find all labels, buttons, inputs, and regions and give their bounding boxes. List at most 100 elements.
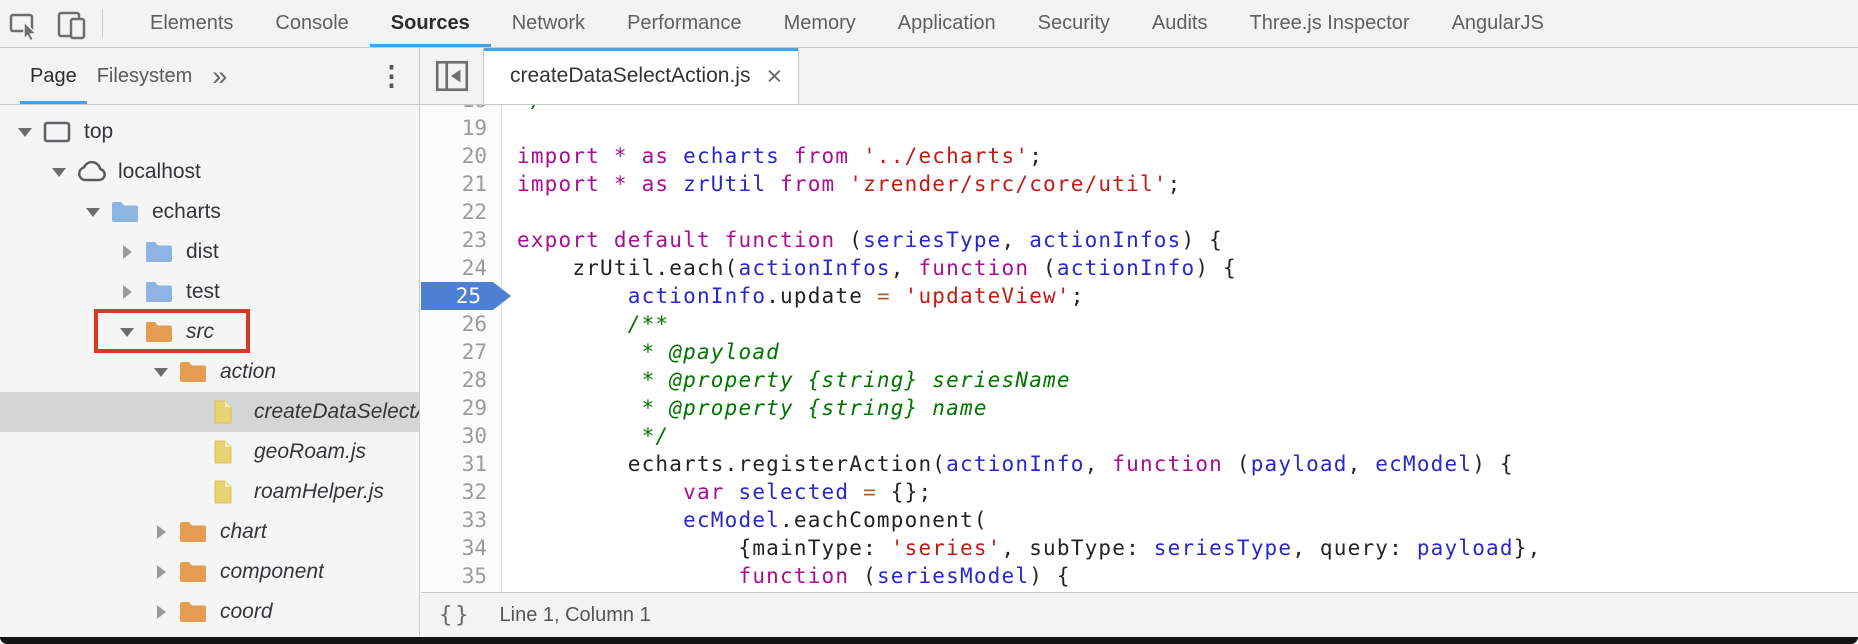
file-tab-createDataSelectAction[interactable]: createDataSelectAction.js × — [483, 48, 800, 104]
tree-item-label: dist — [186, 240, 219, 263]
code-line-content: */ — [501, 105, 545, 114]
navigator-tab-page[interactable]: Page — [20, 48, 87, 104]
tree-item-label: test — [186, 280, 220, 303]
navigator-sidebar: top localhost echarts dist test src action crea… — [0, 105, 420, 637]
inspect-element-icon[interactable] — [0, 0, 48, 47]
panel-tab-network[interactable]: Network — [511, 12, 586, 34]
tree-item-label: roamHelper.js — [254, 480, 384, 503]
triangle-collapsed-icon[interactable] — [150, 565, 172, 579]
line-number[interactable]: 18 — [421, 105, 501, 114]
tree-item-action[interactable]: action — [0, 352, 419, 392]
navigator-tab-filesystem[interactable]: Filesystem — [96, 64, 193, 87]
editor-status-bar: {} Line 1, Column 1 — [421, 592, 1858, 637]
line-number[interactable]: 27 — [461, 340, 487, 364]
secondary-bar: Page Filesystem » ⋮ createDataSelectActio… — [0, 48, 1858, 105]
line-number[interactable]: 29 — [461, 396, 487, 420]
tree-item-test[interactable]: test — [0, 272, 419, 312]
panel-tab-console[interactable]: Console — [275, 12, 349, 34]
tree-item-top[interactable]: top — [0, 112, 419, 152]
line-number[interactable]: 23 — [461, 228, 487, 252]
triangle-expanded-icon[interactable] — [14, 127, 36, 137]
navigator-menu-icon[interactable]: ⋮ — [378, 60, 405, 91]
tree-item-component[interactable]: component — [0, 552, 419, 592]
tree-item-roamhelper-js[interactable]: roamHelper.js — [0, 472, 419, 512]
code-line-32: 32 var selected = {}; — [421, 478, 1858, 506]
line-number[interactable]: 33 — [461, 508, 487, 532]
code-line-30: 30 */ — [421, 422, 1858, 450]
editor-tabstrip: createDataSelectAction.js × — [421, 48, 1858, 104]
line-number[interactable]: 19 — [461, 116, 487, 140]
triangle-expanded-icon[interactable] — [150, 367, 172, 377]
folder-orange-icon — [178, 598, 210, 626]
file-icon — [212, 398, 244, 426]
panel-tab-audits[interactable]: Audits — [1151, 12, 1208, 34]
device-toolbar-icon[interactable] — [48, 0, 96, 47]
triangle-expanded-icon[interactable] — [48, 167, 70, 177]
tree-item-label: action — [220, 360, 277, 383]
code-line-35: 35 function (seriesModel) { — [421, 562, 1858, 590]
code-line-content: export default function (seriesType, act… — [517, 228, 1224, 252]
caret-position: Line 1, Column 1 — [499, 603, 651, 626]
hide-navigator-icon[interactable] — [421, 48, 483, 104]
line-number[interactable]: 26 — [461, 312, 487, 336]
file-icon — [212, 438, 244, 466]
tree-item-label: geoRoam.js — [254, 440, 367, 463]
folder-orange-icon — [144, 318, 176, 346]
triangle-expanded-icon[interactable] — [82, 207, 104, 217]
code-line-23: 23 export default function (seriesType, a… — [421, 226, 1858, 254]
panel-tab-performance[interactable]: Performance — [627, 12, 742, 34]
line-number[interactable]: 32 — [461, 480, 487, 504]
line-number[interactable]: 20 — [461, 144, 487, 168]
file-tab-label: createDataSelectAction.js — [510, 64, 751, 87]
navigator-tabs: Page Filesystem — [0, 48, 202, 104]
line-number[interactable]: 28 — [461, 368, 487, 392]
line-number[interactable]: 22 — [461, 200, 487, 224]
code-line-28: 28 * @property {string} seriesName — [421, 366, 1858, 394]
line-number[interactable]: 34 — [461, 536, 487, 560]
code-line-content: {mainType: 'series', subType: seriesType… — [517, 536, 1542, 560]
line-number[interactable]: 24 — [461, 256, 487, 280]
code-line-31: 31 echarts.registerAction(actionInfo, fu… — [421, 450, 1858, 478]
tree-item-createdataselectaction-js[interactable]: createDataSelectAction.js — [0, 392, 419, 432]
triangle-collapsed-icon[interactable] — [116, 285, 138, 299]
folder-blue-icon — [144, 238, 176, 266]
close-icon[interactable]: × — [766, 60, 783, 91]
panel-tabs: Elements Console Sources Network Performance… — [129, 0, 1565, 47]
tree-item-label: localhost — [118, 160, 201, 183]
tree-item-echarts[interactable]: echarts — [0, 192, 419, 232]
triangle-expanded-icon[interactable] — [116, 327, 138, 337]
line-number[interactable]: 31 — [461, 452, 487, 476]
triangle-collapsed-icon[interactable] — [150, 605, 172, 619]
tree-item-src[interactable]: src — [0, 312, 419, 352]
code-line-content: /** — [517, 312, 670, 336]
line-number[interactable]: 30 — [461, 424, 487, 448]
pretty-print-icon[interactable]: {} — [439, 602, 472, 628]
tree-item-georoam-js[interactable]: geoRoam.js — [0, 432, 419, 472]
cloud-icon — [76, 158, 108, 186]
code-line-content: */ — [517, 424, 670, 448]
breakpoint-badge[interactable]: 25 — [421, 282, 511, 310]
line-number[interactable]: 35 — [461, 564, 487, 588]
panel-tab-elements[interactable]: Elements — [150, 12, 234, 34]
triangle-collapsed-icon[interactable] — [150, 525, 172, 539]
panel-tab-security[interactable]: Security — [1037, 12, 1110, 34]
panel-tab-angularjs[interactable]: AngularJS — [1451, 12, 1544, 34]
tree-item-chart[interactable]: chart — [0, 512, 419, 552]
panel-tab-application[interactable]: Application — [897, 12, 996, 34]
code-line-content: actionInfo.update = 'updateView'; — [627, 284, 1085, 308]
triangle-collapsed-icon[interactable] — [116, 245, 138, 259]
tree-item-coord[interactable]: coord — [0, 592, 419, 632]
panel-tab-sources[interactable]: Sources — [370, 0, 491, 47]
code-line-27: 27 * @payload — [421, 338, 1858, 366]
line-number[interactable]: 21 — [461, 172, 487, 196]
panel-tab-three-js-inspector[interactable]: Three.js Inspector — [1249, 12, 1410, 34]
code-line-content: var selected = {}; — [683, 480, 933, 504]
file-tree: top localhost echarts dist test src action crea… — [0, 112, 419, 632]
more-tabs-chevron-icon[interactable]: » — [212, 60, 228, 91]
tree-item-dist[interactable]: dist — [0, 232, 419, 272]
panel-tab-memory[interactable]: Memory — [783, 12, 856, 34]
tree-item-localhost[interactable]: localhost — [0, 152, 419, 192]
